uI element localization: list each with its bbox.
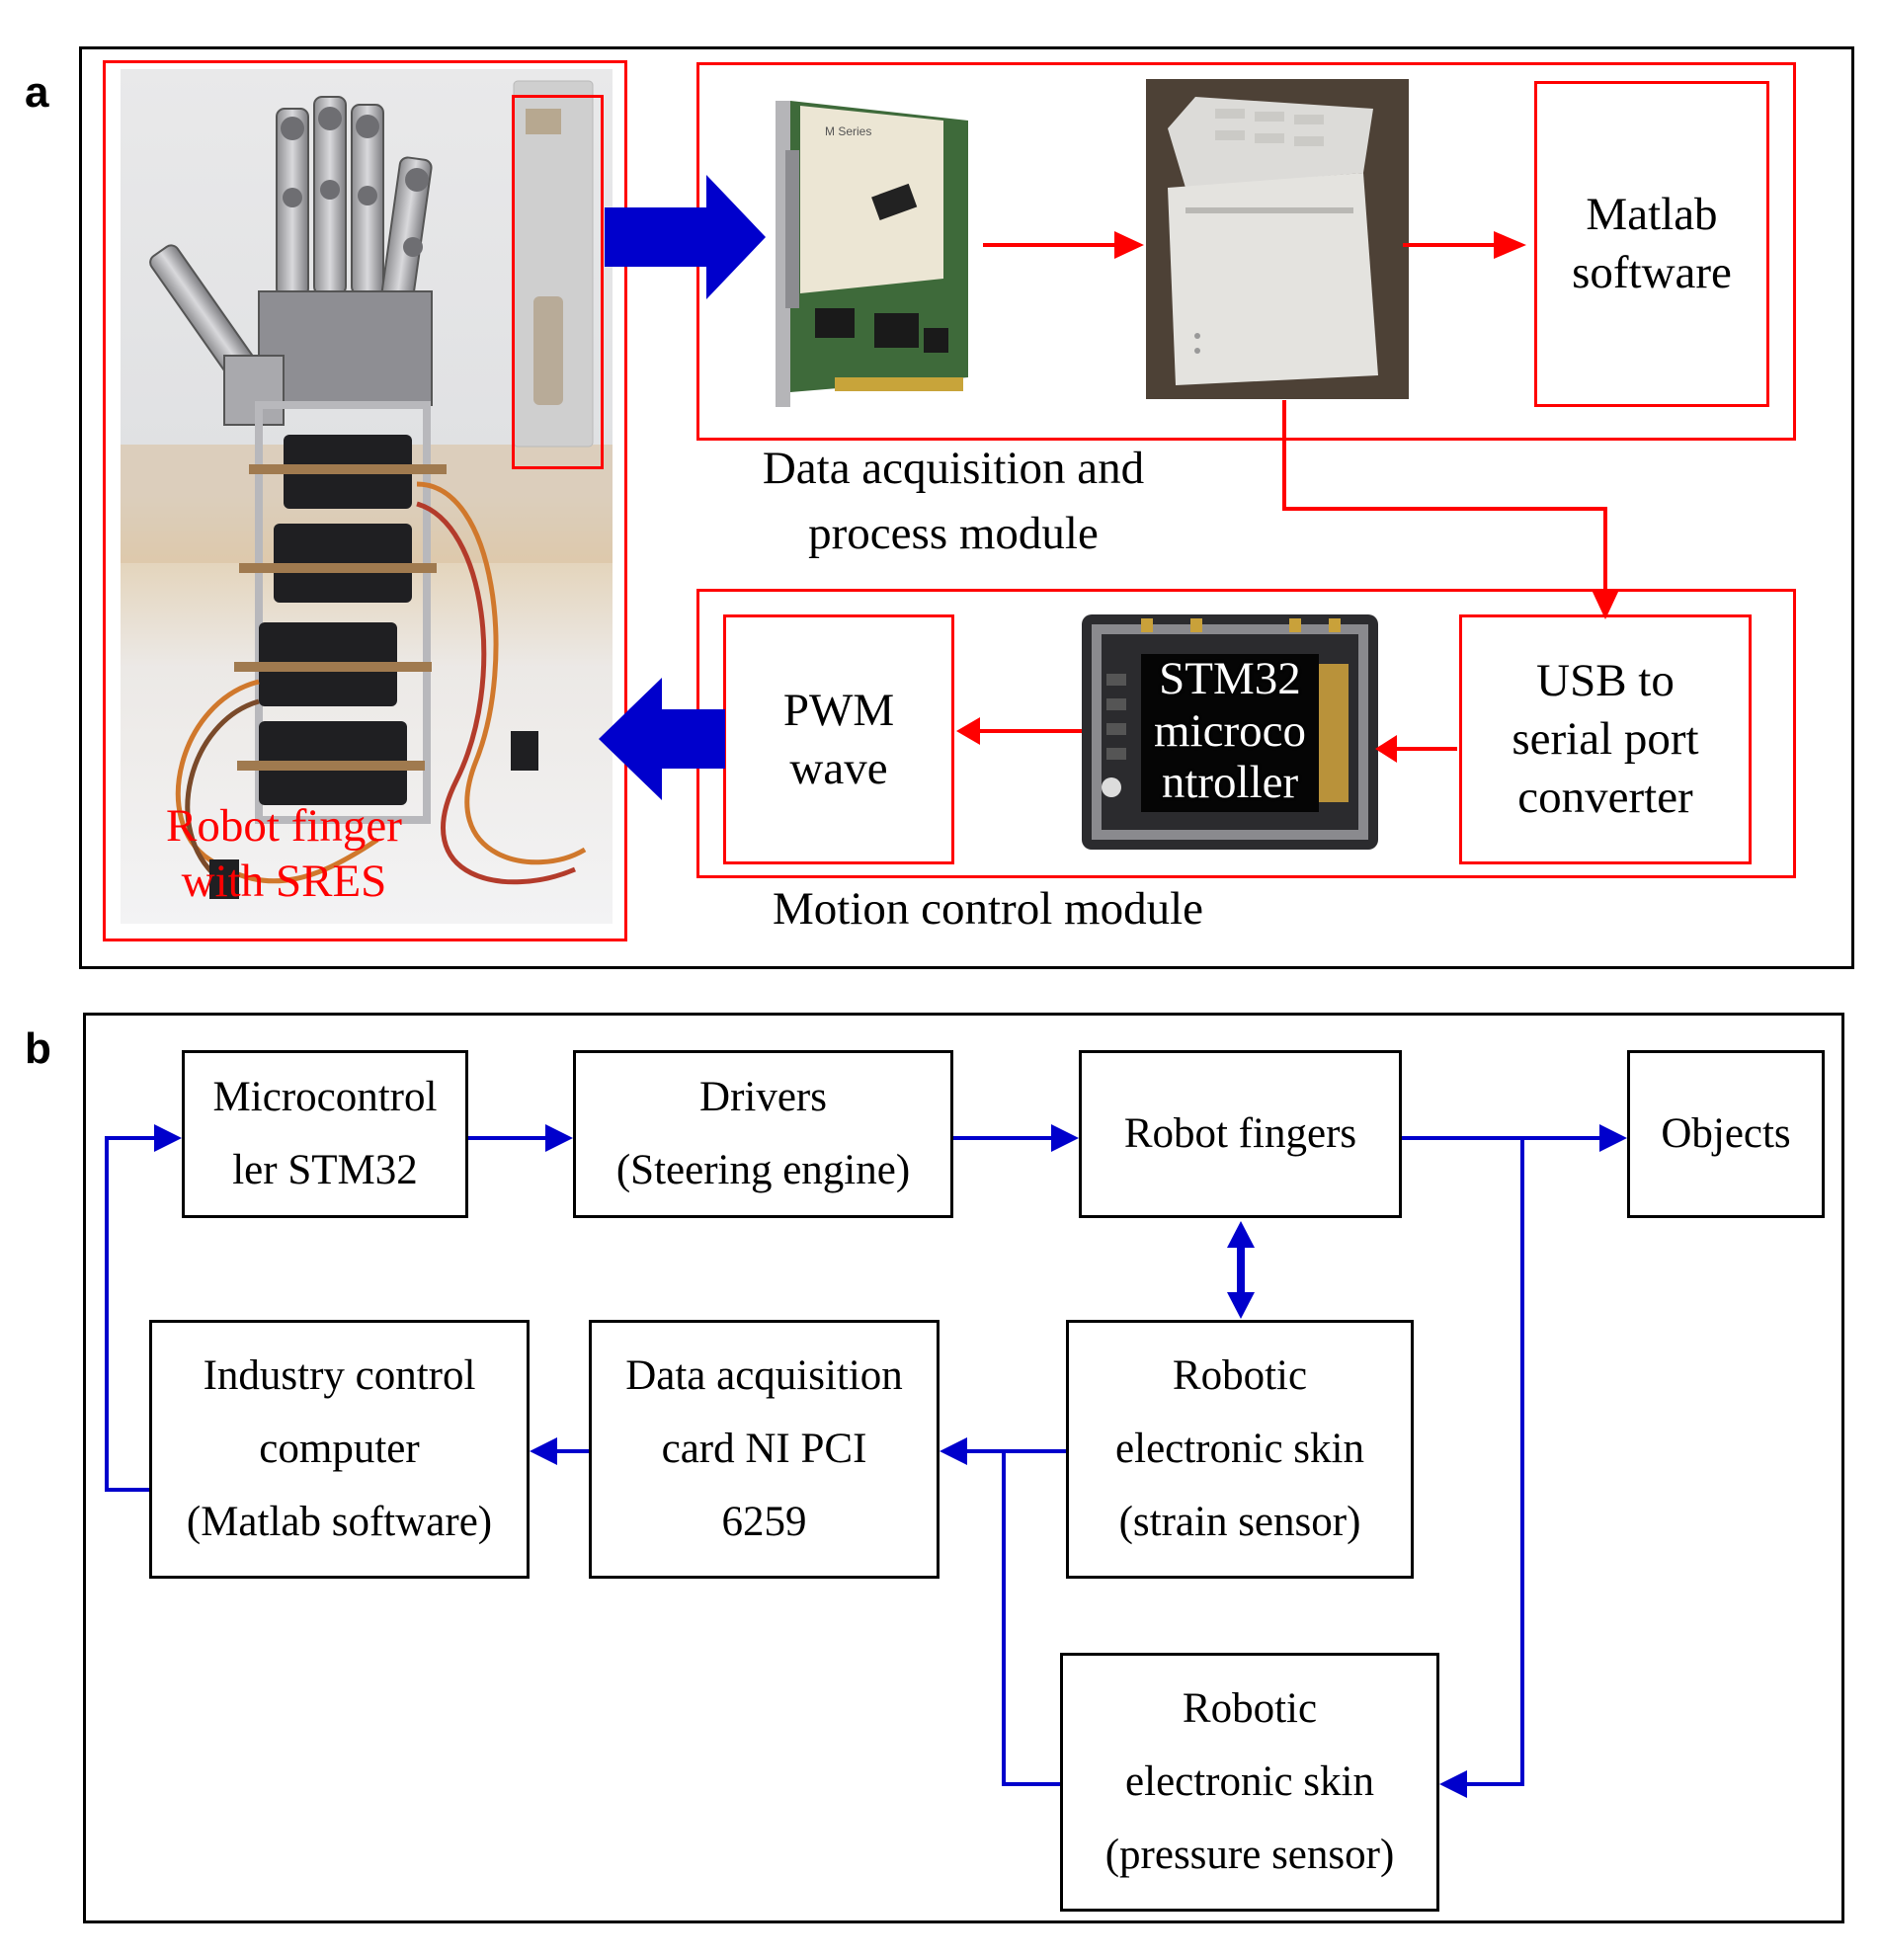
strain-skin-line-1: Robotic: [1172, 1352, 1308, 1400]
industry-computer-box: Industry control computer (Matlab softwa…: [149, 1320, 530, 1579]
red-arrowhead-2: [1494, 231, 1526, 259]
daq-card-line-2: card NI PCI: [661, 1426, 867, 1473]
big-blue-arrow-left: [599, 678, 725, 800]
blue-arrowhead-4: [1439, 1770, 1467, 1798]
blue-double-arrowhead-up: [1227, 1221, 1255, 1248]
stm32-label: STM32 microco ntroller: [1121, 632, 1339, 830]
blue-line-to-pressure-skin: [1459, 1138, 1524, 1786]
matlab-software-box: Matlab software: [1534, 81, 1769, 407]
usb-converter-box: USB to serial port converter: [1459, 614, 1752, 864]
stm32-board-illustration: [1082, 614, 1378, 850]
daq-card-illustration: M Series: [746, 81, 978, 432]
red-arrowhead-5: [956, 717, 980, 745]
usb-box-line-1: USB to: [1536, 655, 1675, 707]
daq-caption-line-2: process module: [808, 507, 1099, 559]
stm32-board-photo: [1082, 614, 1378, 850]
industry-computer-line-2: computer: [259, 1426, 420, 1473]
skin-strip-highlight: [512, 95, 604, 469]
daq-card-line-1: Data acquisition: [625, 1352, 903, 1400]
daq-card-box: Data acquisition card NI PCI 6259: [589, 1320, 940, 1579]
pwm-box-line-2: wave: [789, 742, 888, 794]
pressure-skin-box: Robotic electronic skin (pressure sensor…: [1060, 1653, 1439, 1912]
objects-line-1: Objects: [1661, 1110, 1791, 1158]
usb-box-line-3: converter: [1517, 771, 1693, 823]
panel-b-frame: [83, 1013, 1844, 1923]
pwm-box-line-1: PWM: [782, 684, 895, 736]
pressure-skin-line-1: Robotic: [1182, 1685, 1318, 1733]
pwm-wave-box: PWM wave: [723, 614, 954, 864]
robot-finger-caption-line-1: Robot finger: [166, 800, 402, 852]
red-arrow-pc-to-usb: [1282, 400, 1607, 598]
pressure-skin-line-2: electronic skin: [1125, 1758, 1374, 1806]
robot-fingers-box: Robot fingers: [1079, 1050, 1402, 1218]
stm32-label-line-3: ntroller: [1161, 757, 1299, 809]
industry-computer-line-1: Industry control: [203, 1352, 476, 1400]
panel-b-label: b: [25, 1024, 51, 1073]
blue-line-ipc-to-mcu: [105, 1136, 162, 1492]
industry-computer-line-3: (Matlab software): [186, 1498, 493, 1545]
daq-card-print: M Series: [825, 124, 871, 138]
microcontroller-line-1: Microcontrol: [212, 1074, 438, 1121]
drivers-box: Drivers (Steering engine): [573, 1050, 953, 1218]
daq-caption-line-1: Data acquisition and: [762, 443, 1145, 494]
robot-finger-caption: Robot finger with SRES: [104, 798, 464, 910]
blue-line-pressure-to-daq: [1002, 1451, 1060, 1786]
strain-skin-box: Robotic electronic skin (strain sensor): [1066, 1320, 1414, 1579]
daq-module-caption: Data acquisition and process module: [692, 437, 1215, 567]
matlab-box-line-1: Matlab: [1586, 189, 1718, 241]
robot-finger-caption-line-2: with SRES: [181, 856, 387, 908]
stm32-label-line-1: STM32: [1159, 653, 1301, 705]
pressure-skin-line-3: (pressure sensor): [1104, 1831, 1395, 1878]
blue-arrowhead-3: [1599, 1124, 1627, 1152]
robot-hand-illustration: [121, 69, 613, 924]
drivers-line-2: (Steering engine): [615, 1147, 911, 1193]
drivers-line-1: Drivers: [699, 1074, 827, 1121]
ipc-illustration: [1146, 79, 1409, 399]
blue-arrowhead-7: [154, 1124, 182, 1152]
red-arrowhead-1: [1114, 231, 1144, 259]
objects-box: Objects: [1627, 1050, 1825, 1218]
blue-arrowhead-1: [545, 1124, 573, 1152]
big-blue-arrow-right: [605, 175, 766, 299]
daq-card-line-3: 6259: [721, 1498, 807, 1545]
usb-box-line-2: serial port: [1512, 713, 1699, 766]
microcontroller-box: Microcontrol ler STM32: [182, 1050, 468, 1218]
strain-skin-line-3: (strain sensor): [1118, 1498, 1361, 1545]
blue-arrowhead-2: [1051, 1124, 1079, 1152]
panel-a-label: a: [25, 68, 49, 117]
daq-card-image: M Series: [746, 81, 978, 432]
panel-a-frame: [79, 46, 1854, 969]
microcontroller-line-2: ler STM32: [232, 1147, 418, 1193]
blue-arrowhead-5: [940, 1437, 967, 1465]
red-arrowhead-3: [1592, 590, 1619, 619]
strain-skin-line-2: electronic skin: [1115, 1426, 1364, 1473]
robot-hand-photo: [121, 69, 613, 924]
ipc-photo: [1146, 79, 1409, 399]
stm32-label-line-2: microco: [1154, 704, 1306, 757]
red-arrowhead-4: [1375, 735, 1397, 763]
blue-double-arrowhead-down: [1227, 1292, 1255, 1319]
matlab-box-line-2: software: [1572, 247, 1732, 298]
blue-arrowhead-6: [530, 1437, 557, 1465]
robot-finger-frame: [103, 60, 627, 941]
robot-fingers-line-1: Robot fingers: [1123, 1110, 1357, 1158]
motion-module-caption: Motion control module: [772, 883, 1203, 935]
